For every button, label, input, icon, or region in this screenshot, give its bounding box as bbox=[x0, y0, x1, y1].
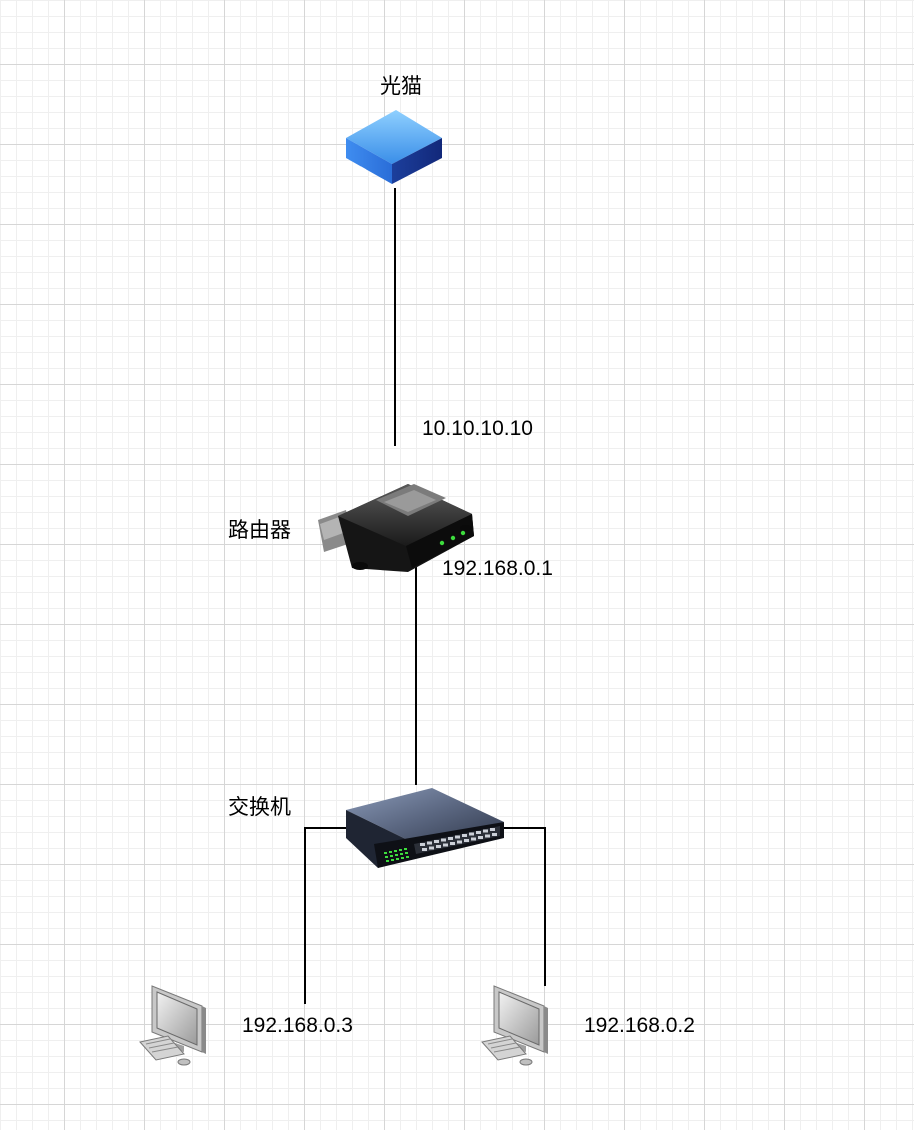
link-switch-pc-right bbox=[503, 827, 546, 986]
fiber-modem-icon[interactable] bbox=[344, 108, 444, 186]
ip-pc-right: 192.168.0.2 bbox=[584, 1014, 695, 1037]
ip-pc-left: 192.168.0.3 bbox=[242, 1014, 353, 1037]
link-switch-pc-left bbox=[304, 827, 346, 1004]
desktop-computer-right-icon[interactable] bbox=[480, 982, 552, 1066]
switch-ports bbox=[420, 828, 497, 851]
ip-modem-link: 10.10.10.10 bbox=[422, 417, 533, 440]
switch-label: 交换机 bbox=[228, 795, 291, 819]
router-icon[interactable] bbox=[316, 476, 480, 576]
ip-router-lan: 192.168.0.1 bbox=[442, 557, 553, 580]
router-label: 路由器 bbox=[228, 518, 291, 542]
switch-leds bbox=[384, 848, 409, 862]
modem-label: 光猫 bbox=[380, 74, 422, 98]
desktop-computer-left-icon[interactable] bbox=[138, 982, 210, 1066]
network-switch-icon[interactable] bbox=[344, 782, 506, 870]
